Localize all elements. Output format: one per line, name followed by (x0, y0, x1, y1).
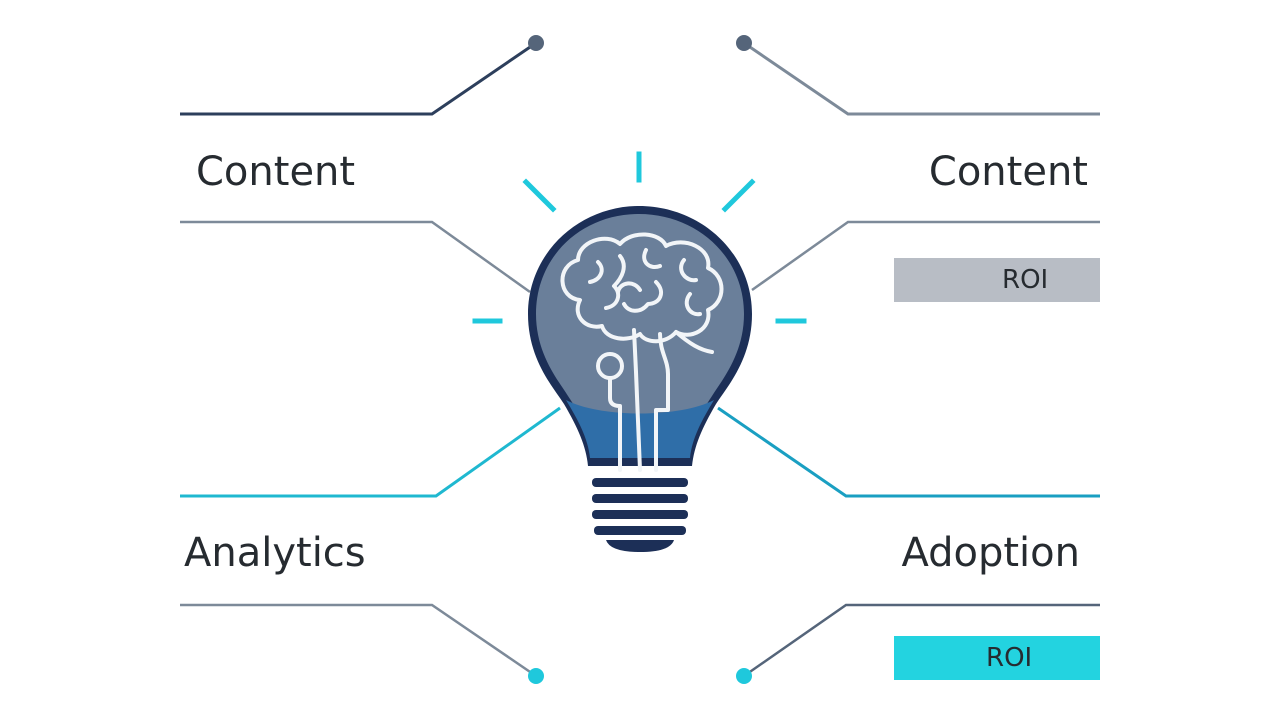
connector-bottom-left (180, 603, 537, 678)
brain-icon (560, 232, 724, 472)
light-rays (472, 151, 807, 324)
label-analytics: Analytics (184, 530, 366, 576)
connector-dot-icon (736, 35, 752, 51)
label-content-left: Content (196, 149, 356, 195)
connector-mid-left-lower (180, 406, 561, 498)
connector-mid-right-upper (751, 220, 1100, 292)
connector-mid-right-lower (717, 406, 1100, 498)
roi-badge-top: ROI (894, 258, 1100, 302)
connector-top-left-upper (180, 41, 537, 116)
roi-badge-bottom: ROI (894, 636, 1100, 680)
connector-dot-icon (736, 668, 752, 684)
label-content-right: Content (928, 149, 1088, 195)
lightbulb-icon (528, 206, 752, 552)
connector-mid-left-upper (180, 220, 531, 294)
connector-dot-icon (528, 35, 544, 51)
label-adoption: Adoption (901, 530, 1080, 576)
connector-top-right-upper (743, 41, 1100, 116)
connector-dot-icon (528, 668, 544, 684)
connector-bottom-right (743, 603, 1100, 678)
